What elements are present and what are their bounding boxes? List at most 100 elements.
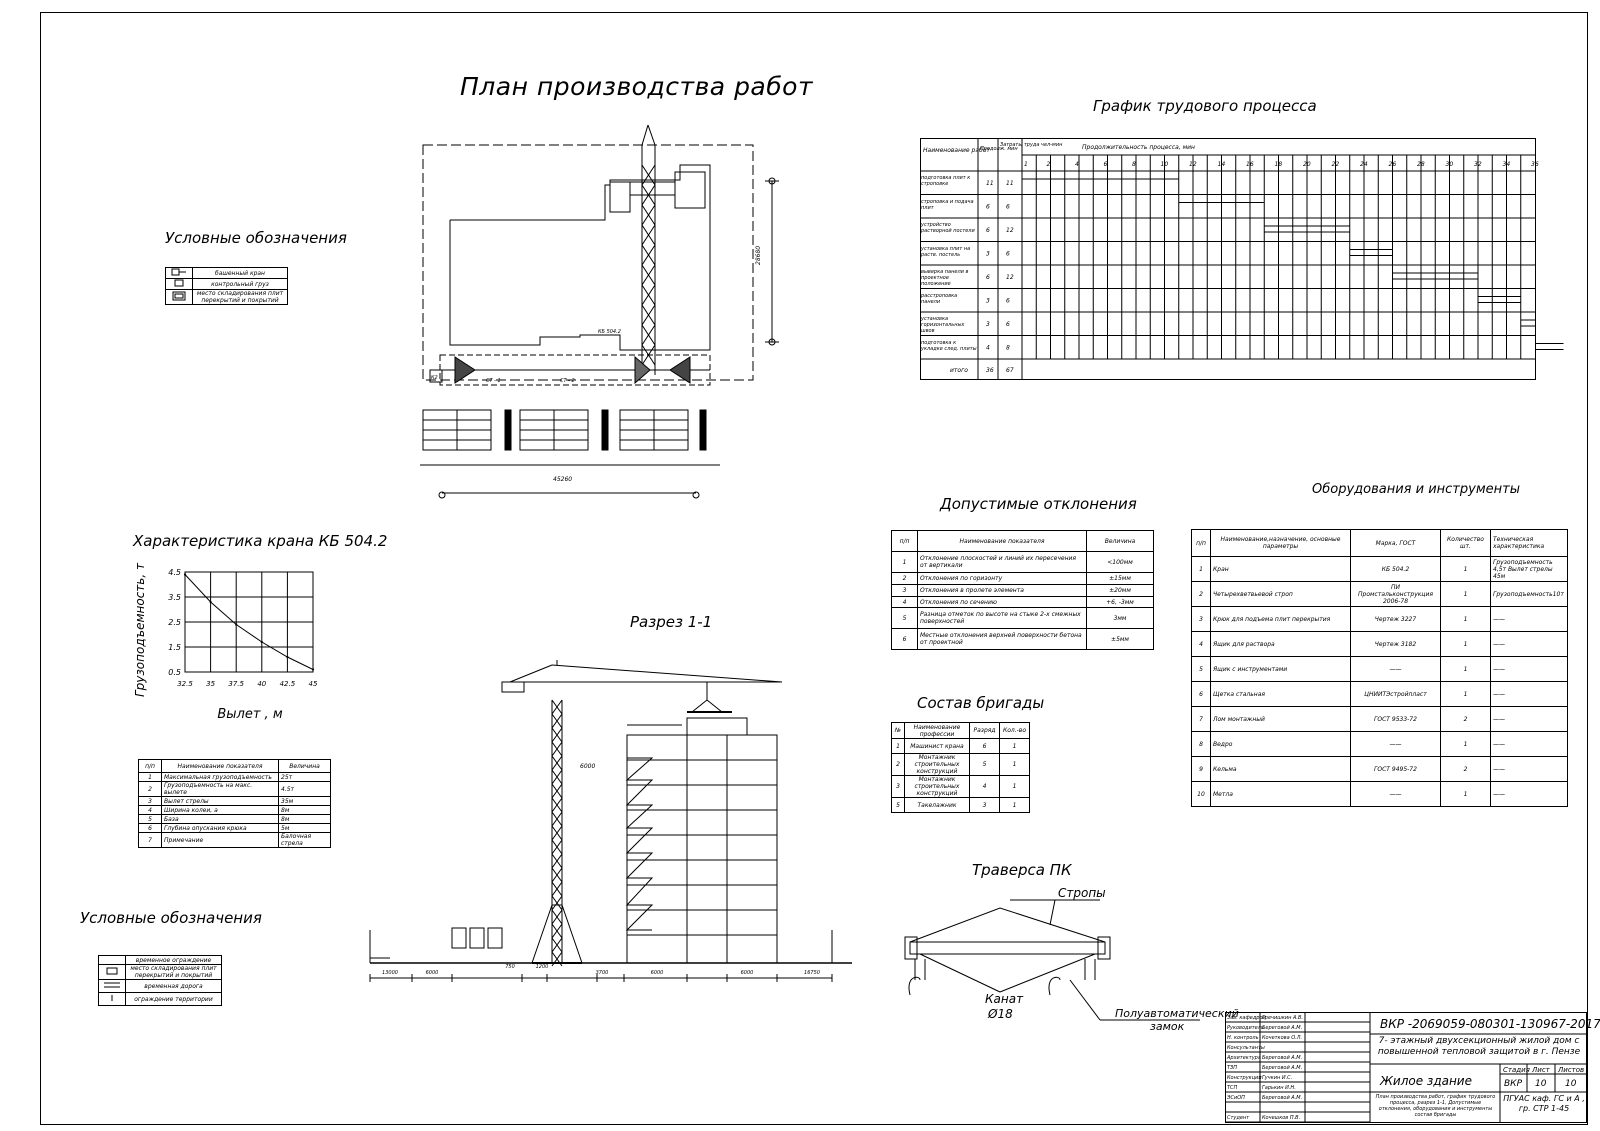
cell: 8 [1191,731,1211,757]
stamp-role: Архитектура [1226,1055,1261,1061]
cell: —— [1350,781,1441,807]
labour-scale-label: 4 [1075,161,1079,168]
labour-row-dur: 6 [986,274,990,281]
traverse-lock2: замок [1150,1020,1185,1033]
stamp-code: ВКР -2069059-080301-130967-2017 [1380,1017,1600,1031]
stamp-org: ПГУАС каф. ГС и А , гр. СТР 1-45 [1503,1094,1585,1113]
labour-row-dur: 11 [986,180,994,187]
cell: 1 [999,797,1030,813]
cell: 6 [138,823,162,833]
cell: Щетка стальная [1210,681,1351,707]
stamp-sheet-h: Лист [1531,1066,1551,1074]
labour-row-dur: 3 [986,321,990,328]
chart-xtick: 42.5 [280,680,296,688]
legend1-text: контрольный груз [192,278,288,290]
th: п/п [891,530,918,552]
cell: 4 [969,775,1000,798]
labour-row-name: установка горизонтальных швов [921,316,965,334]
labour-row-cost: 12 [1006,227,1014,234]
stamp-role: Руководитель [1227,1025,1264,1031]
cell: Кран [1210,556,1351,582]
stamp-stage-h: Стадия [1503,1066,1530,1074]
labour-scale-label: 22 [1332,161,1340,168]
stamp-role: ТЗП [1227,1065,1237,1071]
labour-scale-label: 32 [1474,161,1482,168]
th: Техническая характеристика [1490,529,1568,557]
cell: 4 [138,805,162,815]
deviations-title: Допустимые отклонения [940,495,1137,513]
cell: Машинист крана [904,738,970,754]
cell: Такелажник [904,797,970,813]
cell: КБ 504.2 [1350,556,1441,582]
chart-ytick: 2.5 [168,618,181,627]
cell: 6 [969,738,1000,754]
cell: 3мм [1086,607,1154,629]
section-title: Разрез 1-1 [630,613,713,631]
labour-scale-label: 8 [1132,161,1136,168]
stamp-stage: ВКР [1504,1079,1523,1089]
section-dim: 6000 [741,970,754,976]
labour-h-dur: Продолж. мин [980,146,1018,152]
labour-row-cost: 8 [1006,345,1010,352]
traverse-title: Траверса ПК [972,861,1072,879]
chart-series-line [184,574,314,670]
stamp-role: Конструкции [1227,1075,1262,1081]
cell: —— [1490,781,1568,807]
labour-row-cost: 6 [1006,321,1010,328]
cell: 1 [999,753,1030,776]
cell: Местные отклонения верхней поверхности б… [917,628,1087,650]
cell: Отклонения в пролете элемента [917,584,1087,597]
section-dim: 16750 [804,970,820,976]
section-dim: 6000 [651,970,664,976]
chart-xtick: 45 [309,680,318,688]
section-dim: 750 [505,964,515,970]
cell: 5 [969,753,1000,776]
cell: 5 [138,814,162,824]
labour-row-dur: 4 [986,345,990,352]
th: Наименование,назначение, основные параме… [1210,529,1351,557]
stamp-role: Зав. кафедрой [1227,1015,1267,1021]
cell: Глубина опускания крюка [161,823,279,833]
labour-scale-label: 30 [1446,161,1454,168]
crane-char-title: Характеристика крана КБ 504.2 [133,532,388,550]
th: Кол.-во [999,722,1030,739]
labour-row-cost: 6 [1006,204,1010,211]
chart-xlabel: Вылет , м [217,707,282,722]
cell: Отклонение плоскостей и линий их пересеч… [917,551,1087,573]
th: Величина [278,759,331,773]
labour-row-cost: 11 [1006,180,1014,187]
cell: 1 [1191,556,1211,582]
labour-scale-label: 18 [1275,161,1283,168]
cell: 1 [1440,681,1491,707]
cell: 8м [278,814,331,824]
cell: 5 [891,797,905,813]
labour-scale-label: 1 [1024,161,1028,168]
chart-xtick: 32.5 [177,680,193,688]
cell: Кельма [1210,756,1351,782]
stamp-person: Береговой А.М. [1262,1095,1302,1101]
labour-scale-label: 14 [1218,161,1226,168]
cell: 3 [891,584,918,597]
cell: 3 [138,796,162,806]
cell: —— [1490,706,1568,732]
cell: Метла [1210,781,1351,807]
labour-scale-label: 26 [1389,161,1397,168]
sheet-frame [40,12,1588,1125]
cell: 1 [1440,631,1491,657]
labour-scale-label: 2 [1047,161,1051,168]
stamp-sheet: 10 [1535,1079,1547,1089]
stamp-role: Н. контроль [1227,1035,1259,1041]
cell: Разница отметок по высоте на стыке 2-х с… [917,607,1087,629]
cell: 2 [1440,756,1491,782]
cell: ±5мм [1086,628,1154,650]
traverse-rope: Канат [985,992,1024,1006]
road-icon [98,979,126,993]
labour-row-cost: 12 [1006,274,1014,281]
cell: —— [1490,606,1568,632]
chart-ytick: 3.5 [168,593,181,602]
legend1-text: место складирования плит перекрытий и по… [192,289,288,305]
labour-scale-label: 20 [1303,161,1311,168]
cell: 1 [1440,556,1491,582]
fence-icon [98,955,126,965]
